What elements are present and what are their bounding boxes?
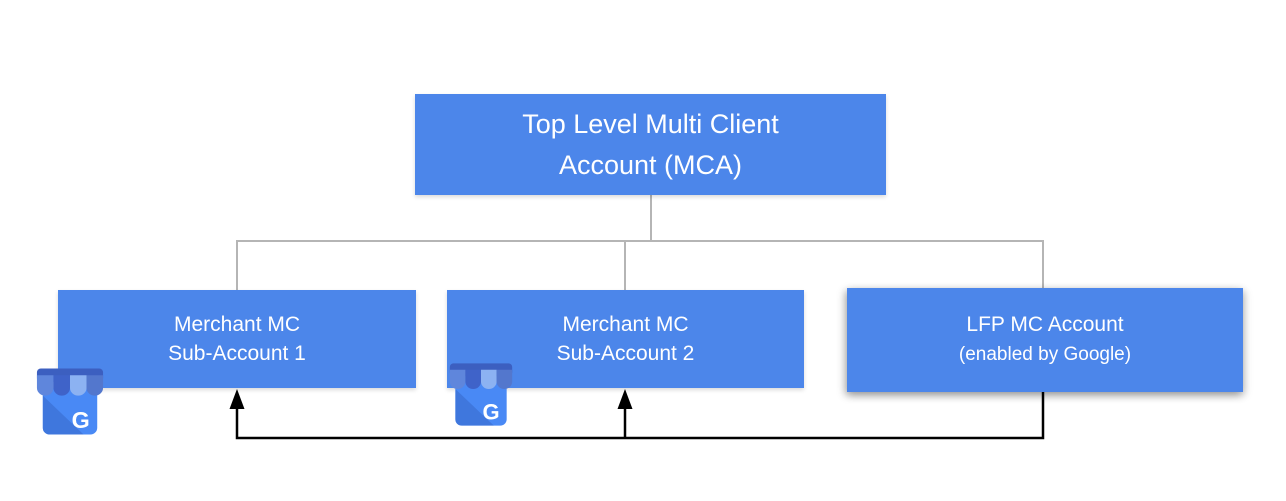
google-my-business-icon: G [449, 363, 513, 426]
google-my-business-icon: G [36, 368, 104, 435]
node-label-line2: Sub-Account 1 [168, 342, 306, 365]
node-label-line2: (enabled by Google) [958, 344, 1132, 365]
svg-text:G: G [72, 407, 90, 433]
node-label-line1: Merchant MC [173, 313, 301, 336]
lfp-feed-arrow-path [235, 392, 1045, 440]
node-label-line2: Account (MCA) [558, 149, 743, 180]
tree-connector-lines [236, 195, 1044, 291]
arrowhead-sub2 [617, 389, 633, 409]
node-label-line1: LFP MC Account [966, 313, 1124, 336]
node-lfp-mc-account: LFP MC Account (enabled by Google) [847, 288, 1243, 392]
node-label-line2: Sub-Account 2 [556, 342, 695, 365]
node-label-line1: Top Level Multi Client [522, 108, 779, 139]
node-label-line1: Merchant MC [562, 313, 689, 336]
arrowhead-sub1 [229, 389, 245, 409]
svg-text:G: G [483, 399, 500, 424]
node-top-level-mca: Top Level Multi Client Account (MCA) [415, 94, 886, 195]
node-merchant-sub-account-1: Merchant MC Sub-Account 1 [58, 290, 416, 388]
